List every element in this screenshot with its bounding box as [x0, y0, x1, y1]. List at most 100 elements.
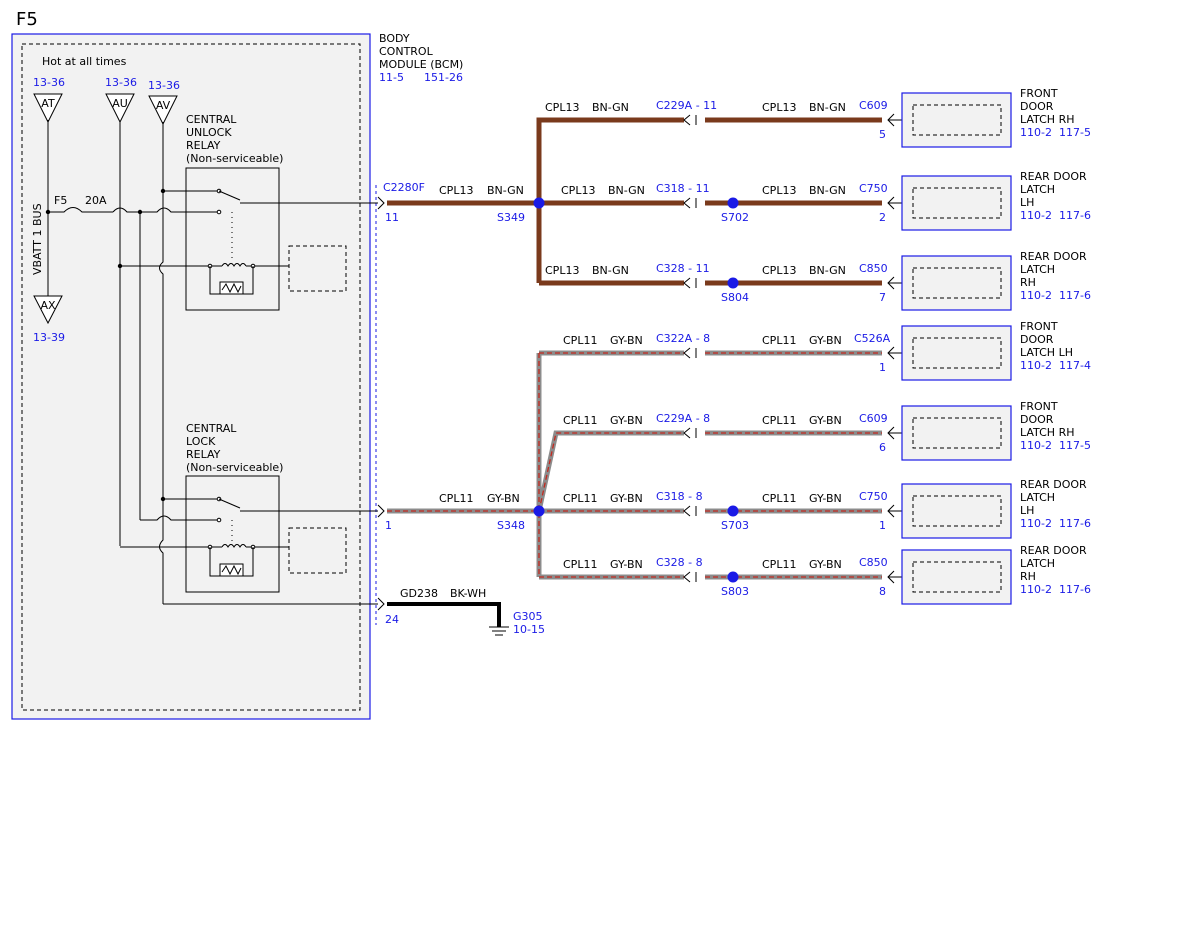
- unlock-relay-common-feed: [136, 207, 221, 213]
- door-latch-ref[interactable]: 117-6: [1059, 583, 1091, 596]
- inline-connector[interactable]: C229A - 8: [656, 412, 710, 425]
- door-latch-module[interactable]: [901, 483, 1012, 539]
- bcm-hot-boundary: [21, 43, 361, 711]
- inline-connector[interactable]: C328 - 8: [656, 556, 703, 569]
- door-latch-ref[interactable]: 117-5: [1059, 439, 1091, 452]
- unlock-relay-box: [185, 167, 280, 311]
- splice-id: AT: [41, 97, 55, 110]
- door-latch-module[interactable]: [901, 255, 1012, 311]
- door-latch-internal: [912, 267, 1002, 299]
- door-latch-ref[interactable]: 117-5: [1059, 126, 1091, 139]
- device-connector[interactable]: C850: [859, 262, 888, 275]
- inline-connector-icon: [683, 277, 691, 289]
- splice-triangle-icon: [105, 93, 135, 124]
- splice-ref[interactable]: 13-36: [33, 76, 65, 89]
- device-connector[interactable]: C609: [859, 99, 888, 112]
- branch-wire-id: CPL11: [563, 414, 597, 427]
- door-latch-label: LH: [1020, 504, 1034, 517]
- device-pin: 5: [879, 128, 886, 141]
- door-latch-label: REAR DOOR: [1020, 544, 1087, 557]
- lock-main-splice[interactable]: [533, 505, 545, 517]
- branch-splice-label[interactable]: S804: [721, 291, 749, 304]
- bcm-title-line: MODULE (BCM): [379, 58, 463, 71]
- door-latch-internal: [912, 417, 1002, 449]
- door-latch-internal: [912, 187, 1002, 219]
- door-latch-ref[interactable]: 117-4: [1059, 359, 1091, 372]
- door-latch-ref[interactable]: 117-6: [1059, 517, 1091, 530]
- splice-ref[interactable]: 13-36: [105, 76, 137, 89]
- branch-wire-id: CPL11: [762, 558, 796, 571]
- door-latch-module[interactable]: [901, 92, 1012, 148]
- device-connector[interactable]: C609: [859, 412, 888, 425]
- door-latch-label: DOOR: [1020, 413, 1054, 426]
- splice-id: AX: [40, 299, 56, 312]
- unlock-main-splice[interactable]: [533, 197, 545, 209]
- inline-connector-icon: [683, 571, 691, 583]
- branch-splice-label[interactable]: S703: [721, 519, 749, 532]
- door-latch-label: LATCH: [1020, 557, 1055, 570]
- device-connector[interactable]: C750: [859, 490, 888, 503]
- lock-main-splice-label[interactable]: S348: [497, 519, 525, 532]
- door-latch-ref[interactable]: 110-2: [1020, 289, 1052, 302]
- door-latch-ref[interactable]: 110-2: [1020, 439, 1052, 452]
- bcm-ref[interactable]: 151-26: [424, 71, 463, 84]
- branch-splice[interactable]: [727, 197, 739, 209]
- door-latch-ref[interactable]: 117-6: [1059, 209, 1091, 222]
- inline-connector[interactable]: C318 - 8: [656, 490, 703, 503]
- door-latch-label: LH: [1020, 196, 1034, 209]
- bcm-unlock-connector[interactable]: C2280F: [383, 181, 425, 194]
- door-latch-label: LATCH LH: [1020, 346, 1073, 359]
- bcm-outline: [11, 33, 371, 720]
- branch-splice-label[interactable]: S702: [721, 211, 749, 224]
- door-latch-module[interactable]: [901, 549, 1012, 605]
- lock-relay-label: (Non-serviceable): [186, 461, 283, 474]
- ground-symbol-icon: [489, 626, 509, 636]
- unlock-relay-coil-icon: [221, 263, 247, 267]
- ground-ref[interactable]: 10-15: [513, 623, 545, 636]
- inline-connector[interactable]: C318 - 11: [656, 182, 710, 195]
- device-pin: 1: [879, 361, 886, 374]
- inline-connector[interactable]: C322A - 8: [656, 332, 710, 345]
- relay-switch-arm: [218, 498, 241, 509]
- inline-connector[interactable]: C229A - 11: [656, 99, 717, 112]
- device-connector[interactable]: C526A: [854, 332, 891, 345]
- branch-splice-label[interactable]: S803: [721, 585, 749, 598]
- bcm-ref[interactable]: 11-5: [379, 71, 404, 84]
- unlock-trunk-wire-id: CPL13: [439, 184, 473, 197]
- door-latch-module[interactable]: [901, 325, 1012, 381]
- branch-splice[interactable]: [727, 277, 739, 289]
- device-connector[interactable]: C750: [859, 182, 888, 195]
- door-latch-ref[interactable]: 110-2: [1020, 517, 1052, 530]
- door-latch-module[interactable]: [901, 175, 1012, 231]
- unlock-relay-label: UNLOCK: [186, 126, 232, 139]
- door-latch-ref[interactable]: 117-6: [1059, 289, 1091, 302]
- branch-wire-id: CPL11: [762, 414, 796, 427]
- fuse-rating: 20A: [85, 194, 107, 207]
- door-latch-ref[interactable]: 110-2: [1020, 209, 1052, 222]
- door-latch-label: LATCH: [1020, 263, 1055, 276]
- ground-wire[interactable]: [387, 602, 501, 627]
- branch-wire-id: CPL13: [545, 101, 579, 114]
- lock-trunk-wire[interactable]: [387, 350, 882, 580]
- unlock-branch-wires[interactable]: [536, 117, 684, 286]
- splice-ref[interactable]: 13-39: [33, 331, 65, 344]
- door-latch-internal: [912, 561, 1002, 593]
- unlock-relay-label: (Non-serviceable): [186, 152, 283, 165]
- device-connector[interactable]: C850: [859, 556, 888, 569]
- door-latch-ref[interactable]: 110-2: [1020, 359, 1052, 372]
- door-latch-ref[interactable]: 110-2: [1020, 583, 1052, 596]
- branch-splice[interactable]: [727, 505, 739, 517]
- branch-wire-color: GY-BN: [809, 492, 842, 505]
- branch-splice[interactable]: [727, 571, 739, 583]
- door-latch-module[interactable]: [901, 405, 1012, 461]
- inline-connector[interactable]: C328 - 11: [656, 262, 710, 275]
- splice-ref[interactable]: 13-36: [148, 79, 180, 92]
- door-latch-internal: [912, 337, 1002, 369]
- door-latch-ref[interactable]: 110-2: [1020, 126, 1052, 139]
- lock-trunk-wire-color: GY-BN: [487, 492, 520, 505]
- unlock-main-splice-label[interactable]: S349: [497, 211, 525, 224]
- ground-id[interactable]: G305: [513, 610, 543, 623]
- branch-wire-color: GY-BN: [809, 414, 842, 427]
- unlock-trunk-wire[interactable]: [387, 120, 542, 283]
- unlock-relay-label: RELAY: [186, 139, 221, 152]
